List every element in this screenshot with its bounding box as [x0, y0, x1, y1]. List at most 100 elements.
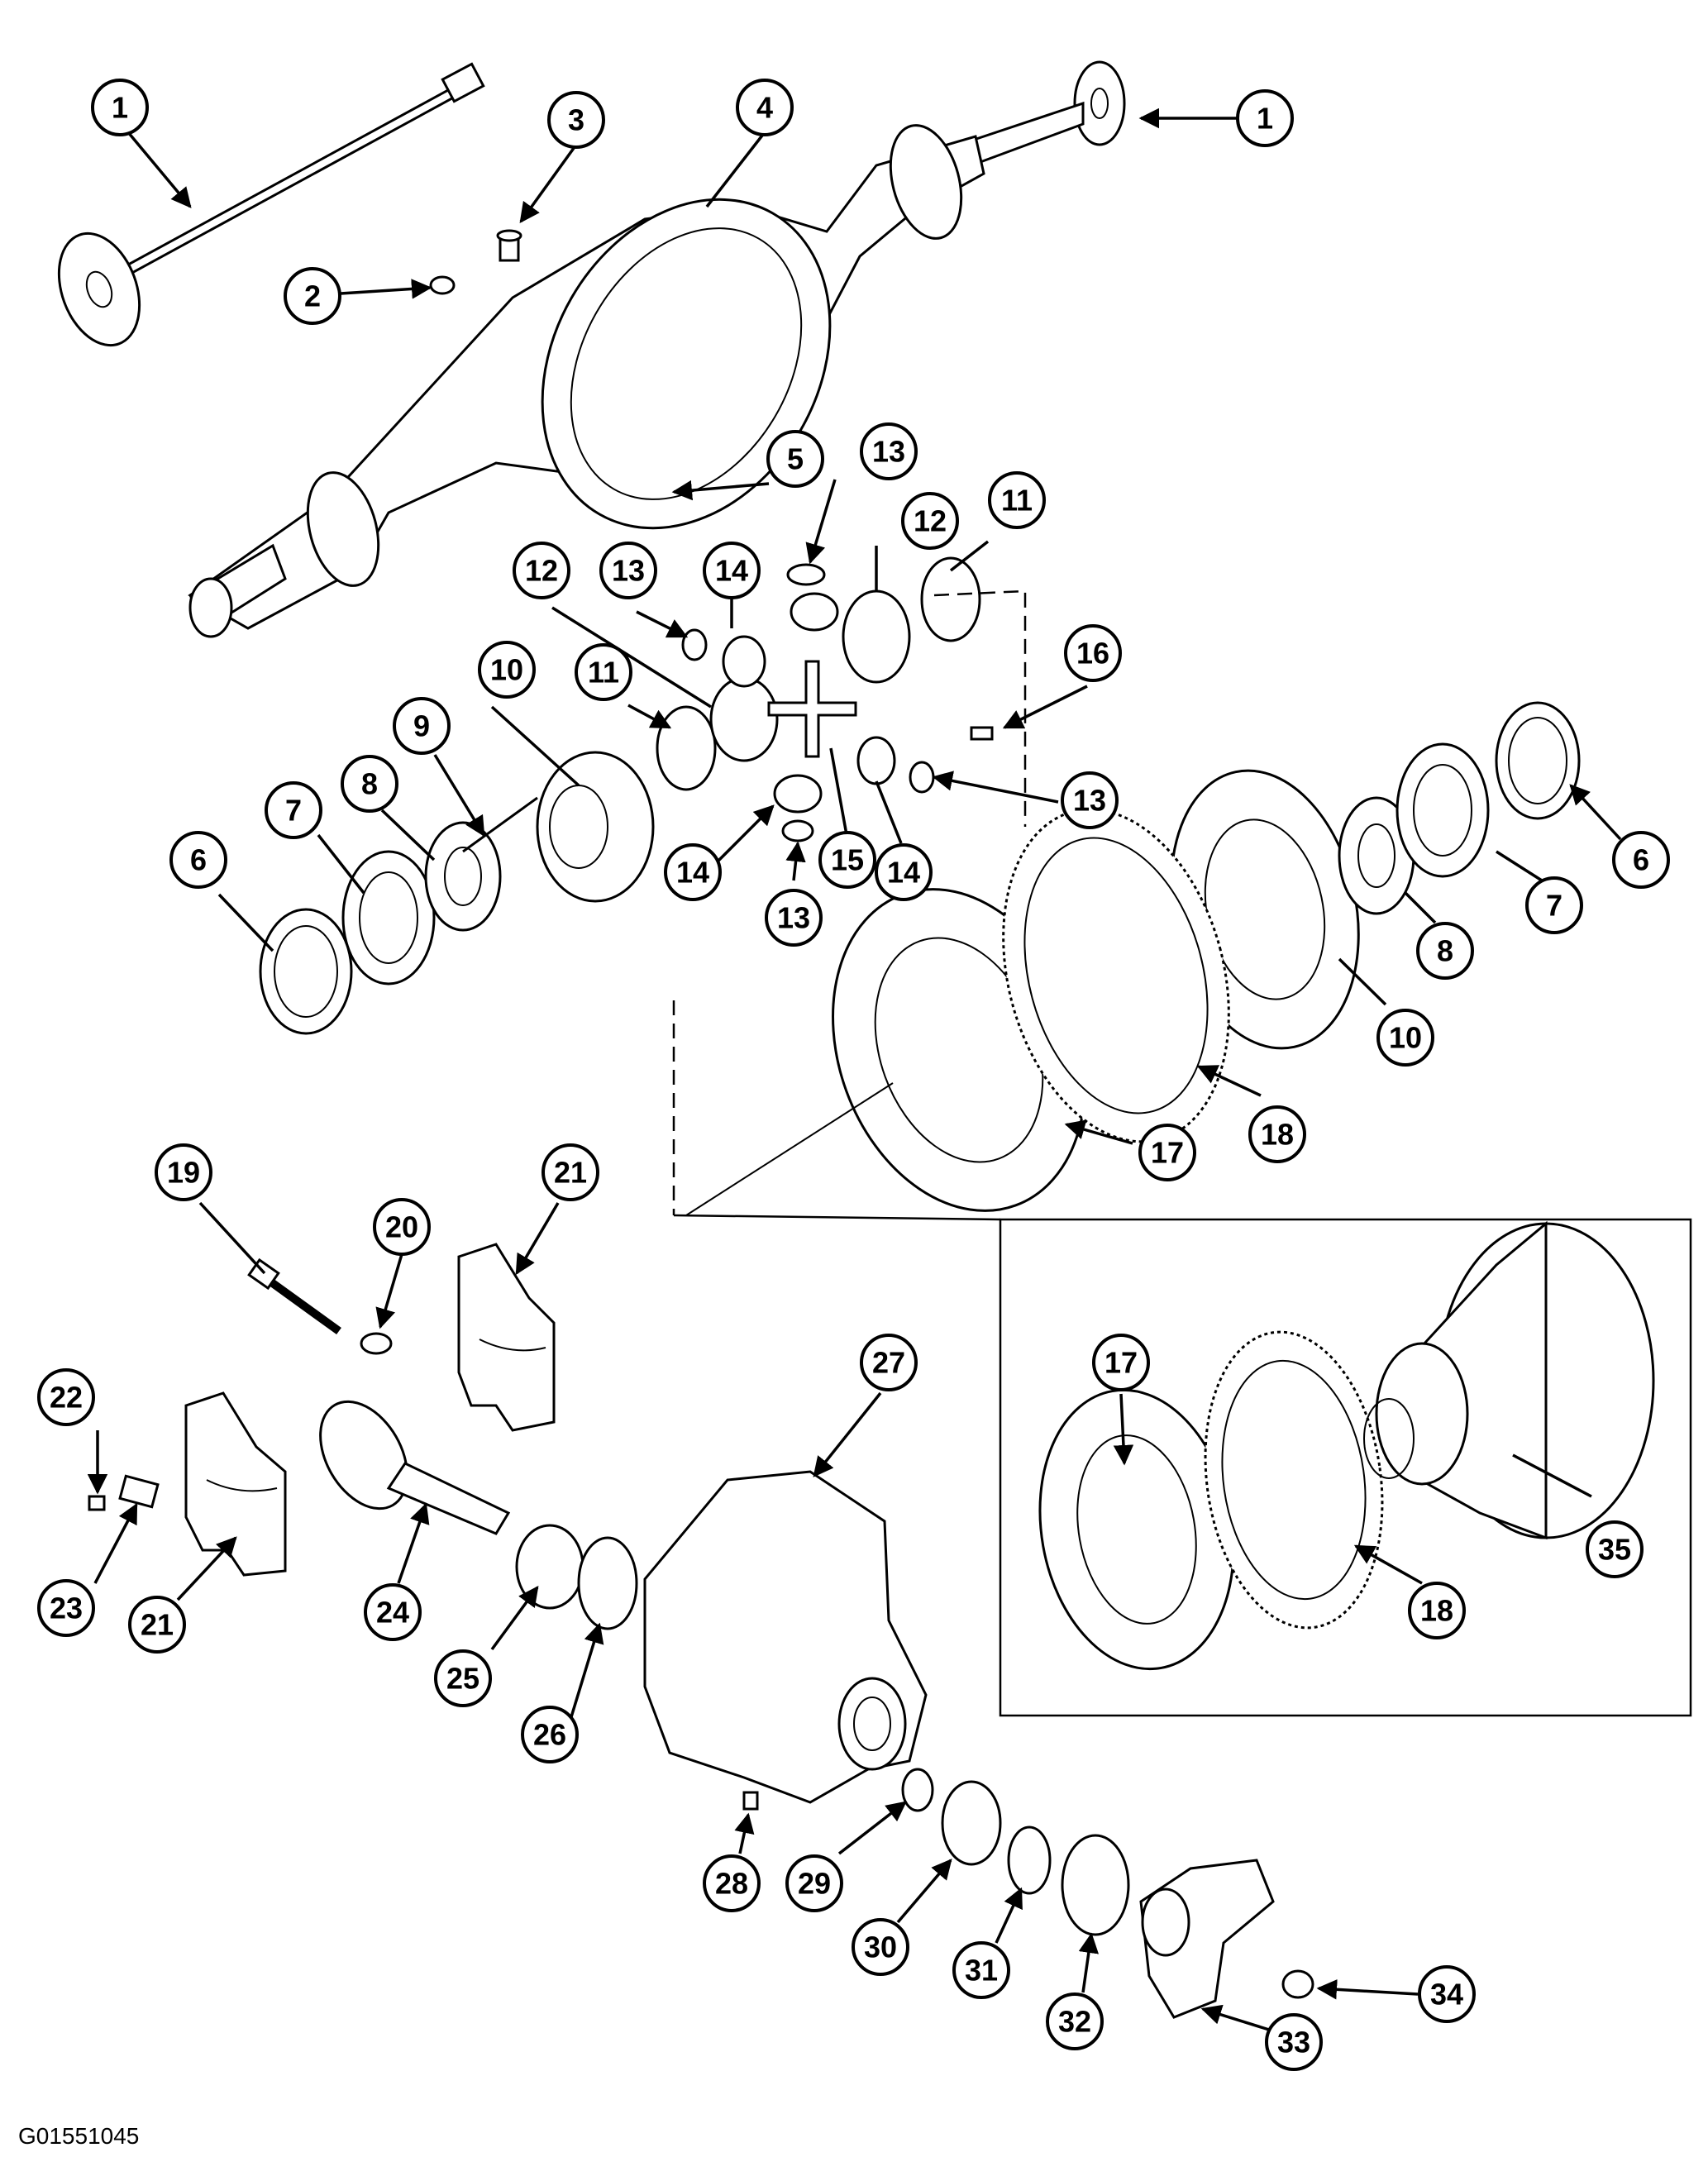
- callout-27: 27: [860, 1334, 918, 1391]
- callout-21-upper: 21: [542, 1143, 599, 1201]
- callout-9: 9: [393, 697, 451, 755]
- svg-text:14: 14: [887, 856, 920, 890]
- svg-text:19: 19: [167, 1156, 200, 1190]
- svg-text:18: 18: [1261, 1118, 1294, 1152]
- callout-3: 3: [547, 91, 605, 149]
- pinion-gear-top-right: [790, 592, 839, 632]
- case-bolt: [462, 796, 538, 853]
- callout-22: 22: [37, 1368, 95, 1426]
- svg-text:6: 6: [190, 843, 207, 877]
- svg-text:10: 10: [490, 653, 523, 687]
- drive-pinion: [319, 1400, 511, 1535]
- pinion-gear-right: [856, 736, 896, 785]
- svg-text:17: 17: [1104, 1346, 1138, 1380]
- side-gear-thrust-washer-left: [656, 705, 717, 791]
- thrust-washer-d: [909, 761, 935, 794]
- callout-1-right: 1: [1236, 89, 1294, 147]
- carrier-housing: [643, 1470, 928, 1804]
- callout-14-bottom-left: 14: [664, 843, 722, 901]
- svg-text:12: 12: [525, 554, 558, 588]
- svg-text:21: 21: [141, 1608, 174, 1642]
- limited-slip-differential-case: [1363, 1220, 1655, 1540]
- svg-text:11: 11: [588, 656, 619, 690]
- cap-lock: [118, 1474, 160, 1509]
- bearing-cap-lower: [184, 1391, 287, 1577]
- callout-8-left: 8: [341, 755, 398, 813]
- thrust-washer-b: [786, 563, 826, 586]
- callout-20: 20: [373, 1198, 431, 1256]
- pinion-nut: [1281, 1969, 1314, 1999]
- callout-13-left: 13: [599, 542, 657, 599]
- frame-connector: [673, 1214, 1001, 1221]
- svg-text:3: 3: [568, 103, 584, 137]
- svg-text:9: 9: [413, 709, 430, 743]
- svg-text:1: 1: [1257, 102, 1273, 136]
- bearing-cone-right: [1338, 796, 1415, 915]
- callout-11-right: 11: [988, 471, 1046, 529]
- callout-16: 16: [1064, 624, 1122, 682]
- side-gear-left: [709, 676, 779, 762]
- fill-plug: [429, 275, 456, 295]
- svg-text:2: 2: [304, 279, 321, 313]
- callout-29: 29: [785, 1854, 843, 1912]
- pinion-bearing-outer: [1007, 1825, 1052, 1895]
- bearing-cup-left: [341, 850, 436, 986]
- callout-13-top: 13: [860, 422, 918, 480]
- pinion-gear-bottom: [773, 774, 823, 814]
- svg-text:35: 35: [1598, 1533, 1631, 1567]
- adjuster-left: [259, 908, 353, 1035]
- callout-14-bottom-right: 14: [875, 843, 933, 901]
- svg-text:34: 34: [1430, 1978, 1463, 2012]
- svg-text:32: 32: [1058, 2005, 1091, 2039]
- vent-fitting: [496, 229, 522, 262]
- svg-text:14: 14: [676, 856, 709, 890]
- thrust-washer-c: [781, 819, 814, 842]
- callout-6-right: 6: [1612, 831, 1670, 889]
- adjuster-right: [1495, 701, 1581, 820]
- bearing-cone-left: [424, 821, 502, 932]
- diff-case-half-left: [536, 751, 655, 903]
- figure-id: G01551045: [18, 2123, 140, 2149]
- callout-7-right: 7: [1525, 876, 1583, 934]
- callout-12-left: 12: [513, 542, 570, 599]
- callout-6-left: 6: [169, 831, 227, 889]
- svg-text:7: 7: [285, 794, 302, 828]
- callout-35: 35: [1586, 1520, 1644, 1578]
- svg-text:30: 30: [864, 1930, 897, 1964]
- callout-34: 34: [1418, 1965, 1476, 2023]
- svg-text:20: 20: [385, 1210, 418, 1244]
- svg-text:8: 8: [1437, 934, 1453, 968]
- lock-pin: [970, 726, 994, 741]
- callout-24: 24: [364, 1583, 422, 1641]
- svg-text:26: 26: [533, 1718, 566, 1752]
- callout-10-right: 10: [1376, 1009, 1434, 1067]
- svg-text:12: 12: [914, 504, 947, 538]
- svg-text:31: 31: [965, 1954, 998, 1988]
- callout-10-left: 10: [478, 641, 536, 699]
- svg-text:7: 7: [1546, 889, 1562, 923]
- svg-text:23: 23: [50, 1592, 83, 1625]
- callout-13-right: 13: [1061, 771, 1119, 829]
- alternate-assembly-frame: [999, 1218, 1692, 1717]
- svg-text:13: 13: [612, 554, 645, 588]
- callout-4: 4: [736, 79, 794, 136]
- svg-text:1: 1: [112, 91, 128, 125]
- callout-18-lower: 18: [1408, 1582, 1466, 1639]
- axle-shaft-right: [970, 60, 1126, 168]
- carrier-plug: [742, 1791, 759, 1811]
- svg-text:13: 13: [872, 435, 905, 469]
- pinion-bearing-cup-outer: [941, 1780, 1002, 1866]
- pinion-yoke: [1139, 1859, 1275, 2019]
- callout-26: 26: [521, 1706, 579, 1763]
- callout-8-right: 8: [1416, 922, 1474, 980]
- thrust-washer-a: [681, 628, 708, 661]
- svg-text:13: 13: [1073, 784, 1106, 818]
- svg-text:17: 17: [1151, 1136, 1184, 1170]
- pinion-seal: [1061, 1834, 1130, 1936]
- pinion-bearing-inner: [515, 1524, 584, 1610]
- callout-14-top: 14: [703, 542, 761, 599]
- callout-15: 15: [818, 831, 876, 889]
- svg-text:4: 4: [756, 91, 773, 125]
- svg-text:29: 29: [798, 1867, 831, 1901]
